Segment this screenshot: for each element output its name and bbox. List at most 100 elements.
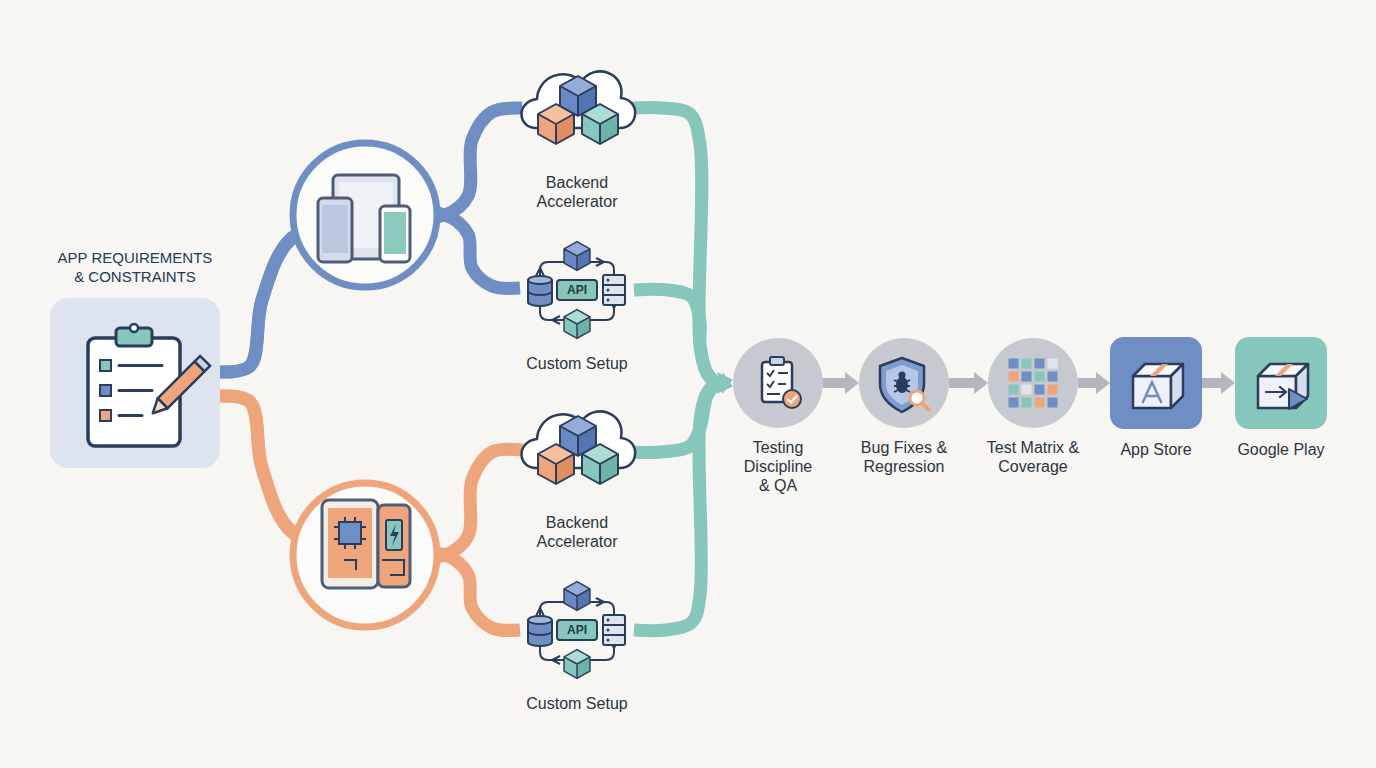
icon-shape	[762, 362, 792, 402]
icon-shape	[1143, 382, 1161, 402]
icon-shape	[1022, 359, 1032, 369]
node-label: Custom Setup	[507, 694, 647, 713]
icon-shape	[1009, 385, 1019, 395]
testing-icon	[762, 357, 801, 408]
icon-shape	[148, 398, 168, 418]
icon-shape	[1022, 372, 1032, 382]
requirements-box: APP REQUIREMENTS & CONSTRAINTS	[50, 298, 220, 468]
icon-shape	[322, 500, 378, 588]
icon-shape	[1048, 398, 1058, 408]
icon-shape	[386, 520, 402, 550]
stage-circle: Bug Fixes & Regression	[859, 338, 949, 428]
connector-group	[220, 108, 1221, 631]
icon-shape	[1258, 364, 1308, 408]
flow-connector	[1078, 378, 1096, 388]
icon-shape	[195, 356, 211, 372]
custom-setup-icon	[528, 242, 625, 339]
test-matrix-icon	[1009, 359, 1058, 408]
icon-shape	[318, 198, 352, 262]
icon-shape	[382, 560, 404, 575]
clipboard-icon	[88, 324, 210, 446]
icon-shape	[783, 390, 801, 408]
backend-icon	[521, 71, 635, 144]
icon-shape	[1022, 385, 1032, 395]
custom-setup-option: Custom Setup	[520, 240, 634, 340]
flow-connector	[949, 378, 974, 388]
flow-connector	[220, 396, 520, 630]
stage-circle: Test Matrix & Coverage	[988, 338, 1078, 428]
flow-connector	[1202, 378, 1221, 388]
icon-shape	[100, 360, 111, 371]
icon-shape	[896, 377, 908, 393]
icon-shape	[119, 414, 142, 417]
icon-shape	[344, 560, 356, 570]
icon-shape	[1289, 389, 1307, 409]
icon-shape	[1035, 359, 1045, 369]
node-label: Custom Setup	[507, 354, 647, 373]
api-label: API	[567, 623, 587, 637]
icon-shape	[1048, 385, 1058, 395]
icon-shape	[130, 324, 138, 332]
icon-shape	[1035, 385, 1045, 395]
icon-shape	[88, 338, 180, 446]
icon-shape	[119, 364, 162, 367]
google-play-icon	[1258, 364, 1308, 409]
icon-shape	[334, 517, 366, 549]
icon-shape	[894, 380, 910, 392]
backend-option: Backend Accelerator	[522, 60, 632, 155]
icon-shape	[119, 389, 152, 392]
icon-shape	[767, 370, 774, 387]
store-tile: Google Play	[1235, 337, 1327, 429]
icon-shape	[339, 522, 361, 544]
icon-shape	[770, 357, 784, 365]
icon-shape	[767, 373, 788, 394]
node-label: Backend Accelerator	[522, 173, 632, 211]
platform-circle	[293, 143, 437, 287]
flow-connector	[632, 108, 720, 384]
icon-shape	[886, 365, 918, 405]
heading-label: APP REQUIREMENTS & CONSTRAINTS	[54, 248, 216, 286]
store-tile: App Store	[1110, 337, 1202, 429]
node-label: Google Play	[1226, 440, 1336, 459]
icon-shape	[1133, 364, 1183, 408]
icon-shape	[293, 483, 437, 627]
icon-shape	[788, 396, 798, 403]
bug-shield-icon	[880, 358, 929, 412]
icon-shape	[339, 182, 393, 248]
node-label: Backend Accelerator	[522, 513, 632, 551]
icon-shape	[899, 372, 906, 379]
icon-shape	[1048, 359, 1058, 369]
native-circle	[293, 483, 437, 627]
icon-shape	[384, 212, 406, 254]
flow-connector	[634, 383, 720, 631]
custom-setup-icon	[528, 582, 625, 679]
flow-connector	[823, 378, 845, 388]
icon-shape	[100, 385, 111, 396]
icon-shape	[1022, 398, 1032, 408]
flow-connector	[220, 211, 520, 372]
stage-circle: Testing Discipline & QA	[733, 338, 823, 428]
icon-shape	[1048, 372, 1058, 382]
icon-shape	[158, 362, 205, 409]
app-store-icon	[1133, 364, 1183, 408]
icon-shape	[1009, 398, 1019, 408]
icon-shape	[1035, 398, 1045, 408]
node-label: Test Matrix & Coverage	[978, 438, 1088, 476]
icon-shape	[116, 328, 152, 346]
icon-shape	[880, 358, 924, 412]
custom-setup-option: Custom Setup	[520, 580, 634, 680]
icon-shape	[1009, 372, 1019, 382]
node-label: Testing Discipline & QA	[739, 438, 817, 495]
icon-shape	[293, 143, 437, 287]
icon-shape	[390, 524, 399, 546]
api-label: API	[567, 283, 587, 297]
node-label: Bug Fixes & Regression	[849, 438, 959, 476]
node-label: App Store	[1101, 440, 1211, 459]
icon-shape	[100, 410, 111, 421]
backend-icon	[521, 411, 635, 484]
icon-shape	[1266, 387, 1286, 397]
icon-shape	[1035, 372, 1045, 382]
icon-shape	[322, 205, 348, 253]
icon-shape	[922, 403, 929, 410]
